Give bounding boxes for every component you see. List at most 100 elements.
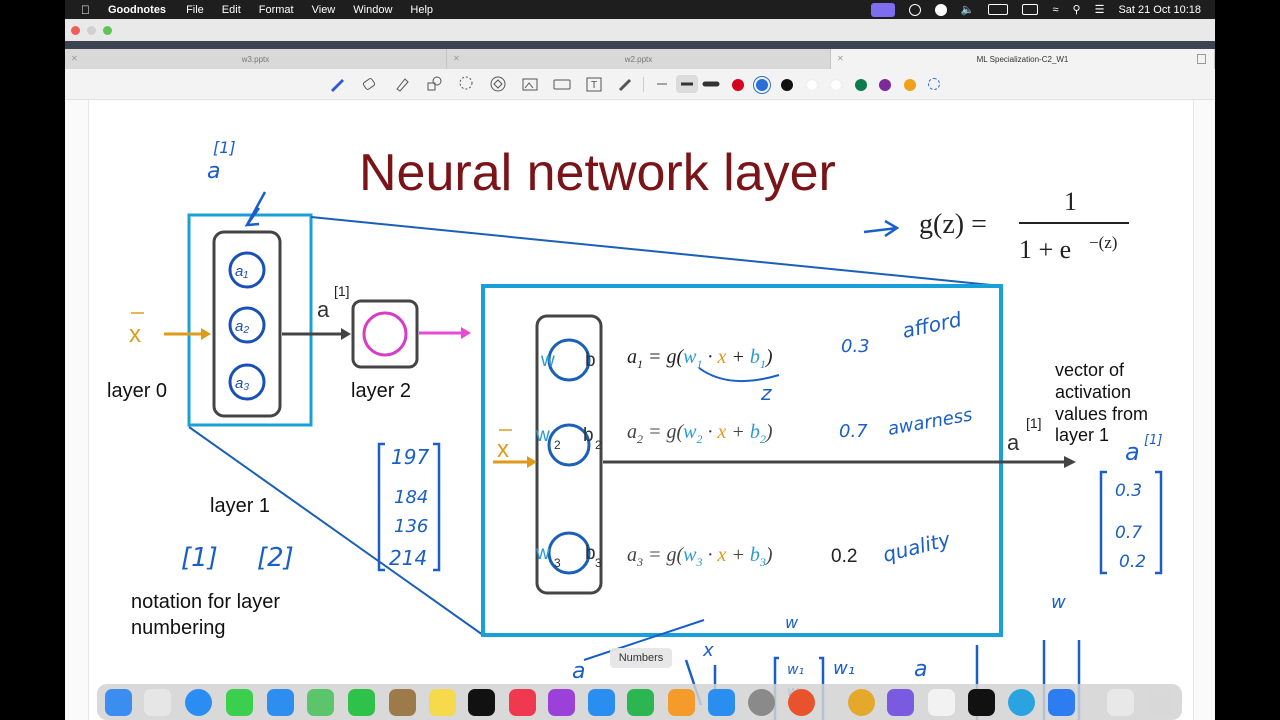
equation-row-3: a3 = g(w3 · x + b3): [627, 544, 773, 569]
neuron-a3: [228, 363, 266, 401]
slide-canvas: Neural network layer g(z) = 1 1 + e −(z)…: [107, 138, 1162, 720]
goodnotes-dock-icon[interactable]: [928, 689, 955, 716]
color-orange-swatch[interactable]: [904, 79, 916, 91]
notebook-page[interactable]: Neural network layer g(z) = 1 1 + e −(z)…: [88, 100, 1194, 720]
keynote-icon[interactable]: [588, 689, 615, 716]
svg-text:w₁: w₁: [787, 662, 804, 678]
chrome-icon[interactable]: [848, 689, 875, 716]
safari-icon[interactable]: [185, 689, 212, 716]
text-icon[interactable]: T: [585, 75, 603, 93]
search-icon[interactable]: ⚲: [1072, 4, 1081, 16]
creative-cloud-icon[interactable]: [934, 3, 947, 16]
sticker-icon[interactable]: [489, 75, 507, 93]
zoom-window-icon[interactable]: [103, 26, 112, 35]
maps-icon[interactable]: [307, 689, 334, 716]
laser-icon[interactable]: [617, 75, 635, 93]
thick-stroke-icon[interactable]: [702, 75, 720, 93]
lasso-icon[interactable]: [457, 75, 475, 93]
vector-text-1: vector of: [1055, 360, 1125, 380]
menu-format[interactable]: Format: [249, 3, 294, 16]
sigmoid-formula: g(z) = 1 1 + e −(z): [919, 187, 1129, 264]
launchpad-icon[interactable]: [144, 689, 171, 716]
control-center-icon[interactable]: ☰: [1094, 4, 1105, 16]
hw-z-note: z: [760, 381, 772, 405]
medium-stroke-icon[interactable]: [676, 75, 698, 93]
app-menu[interactable]: Goodnotes: [99, 3, 166, 16]
neuron-1: [547, 338, 591, 382]
vector-text-2: activation: [1055, 382, 1131, 402]
finder-icon[interactable]: [105, 689, 132, 716]
facetime-icon[interactable]: [348, 689, 375, 716]
tab-w3[interactable]: ✕ w3.pptx: [65, 49, 447, 69]
color-white-swatch[interactable]: [830, 79, 842, 91]
color-red-swatch[interactable]: [732, 79, 744, 91]
pages-icon[interactable]: [668, 689, 695, 716]
shapes-icon[interactable]: [425, 75, 443, 93]
hw-input-4: 214: [389, 546, 427, 570]
eraser-icon[interactable]: [360, 75, 378, 93]
vector-text-4: layer 1: [1055, 425, 1109, 445]
close-tab-icon[interactable]: ✕: [453, 54, 460, 63]
color-black-swatch[interactable]: [781, 79, 793, 91]
layer2-neuron: [362, 311, 408, 357]
menu-window[interactable]: Window: [344, 3, 392, 16]
mail-icon[interactable]: [267, 689, 294, 716]
clock[interactable]: Sat 21 Oct 10:18: [1118, 3, 1201, 16]
apple-icon[interactable]: : [81, 3, 90, 17]
menu-view[interactable]: View: [302, 3, 336, 16]
thin-stroke-icon[interactable]: [653, 75, 671, 93]
notes-brown-icon[interactable]: [389, 689, 416, 716]
hw-input-2: 184: [394, 487, 428, 508]
notation-line-2: numbering: [131, 617, 226, 639]
zoom-icon[interactable]: [1048, 689, 1075, 716]
screen-share-icon[interactable]: [870, 2, 895, 17]
menu-file[interactable]: File: [177, 3, 204, 16]
music-icon[interactable]: [509, 689, 536, 716]
volume-icon[interactable]: 🔈: [960, 4, 975, 16]
tab-w2[interactable]: ✕ w2.pptx: [447, 49, 831, 69]
equation-row-1: a1 = g(w1 · x + b1): [627, 346, 773, 371]
pen-icon[interactable]: [328, 75, 346, 93]
svg-text:[1]: [1]: [1144, 433, 1162, 448]
messages-icon[interactable]: [226, 689, 253, 716]
color-green-swatch[interactable]: [855, 79, 867, 91]
viber-icon[interactable]: [887, 689, 914, 716]
highlighter-icon[interactable]: [393, 75, 411, 93]
tab-ml-specialization[interactable]: ✕ ML Specialization-C2_W1: [831, 49, 1215, 69]
battery-icon[interactable]: [988, 4, 1009, 15]
firefox-icon[interactable]: [788, 689, 815, 716]
new-tab-icon[interactable]: [1197, 54, 1206, 64]
input-x-label: x: [129, 321, 141, 348]
app-store-icon[interactable]: [708, 689, 735, 716]
viber-status-icon[interactable]: [908, 3, 921, 16]
image-icon[interactable]: [521, 75, 539, 93]
system-settings-icon[interactable]: [748, 689, 775, 716]
close-tab-icon[interactable]: ✕: [71, 54, 78, 63]
terminal-icon[interactable]: [968, 689, 995, 716]
minimize-window-icon[interactable]: [87, 26, 96, 35]
tab-bar: ✕ w3.pptx ✕ w2.pptx ✕ ML Specialization-…: [65, 49, 1215, 69]
notes-icon[interactable]: [429, 689, 456, 716]
telegram-icon[interactable]: [1008, 689, 1035, 716]
keyboard-icon[interactable]: [553, 75, 571, 93]
color-blue-swatch[interactable]: [756, 79, 768, 91]
downloads-icon[interactable]: [1107, 689, 1134, 716]
display-icon[interactable]: [1022, 4, 1039, 15]
close-tab-icon[interactable]: ✕: [837, 54, 844, 63]
numbers-icon[interactable]: [627, 689, 654, 716]
close-window-icon[interactable]: [71, 26, 80, 35]
row3-value: 0.2: [831, 546, 857, 567]
formula-lhs: g(z) =: [919, 209, 987, 240]
apple-tv-icon[interactable]: [468, 689, 495, 716]
toolbar-divider: [643, 77, 644, 92]
menu-edit[interactable]: Edit: [212, 3, 241, 16]
trash-icon[interactable]: [1147, 689, 1174, 716]
add-color-icon[interactable]: [928, 78, 940, 90]
hw-row3-word: quality: [880, 527, 953, 567]
menu-help[interactable]: Help: [401, 3, 433, 16]
color-white-swatch[interactable]: [806, 79, 818, 91]
podcasts-icon[interactable]: [548, 689, 575, 716]
tab-label: w2.pptx: [624, 54, 653, 64]
wifi-icon[interactable]: ≈: [1052, 3, 1059, 16]
color-purple-swatch[interactable]: [879, 79, 891, 91]
